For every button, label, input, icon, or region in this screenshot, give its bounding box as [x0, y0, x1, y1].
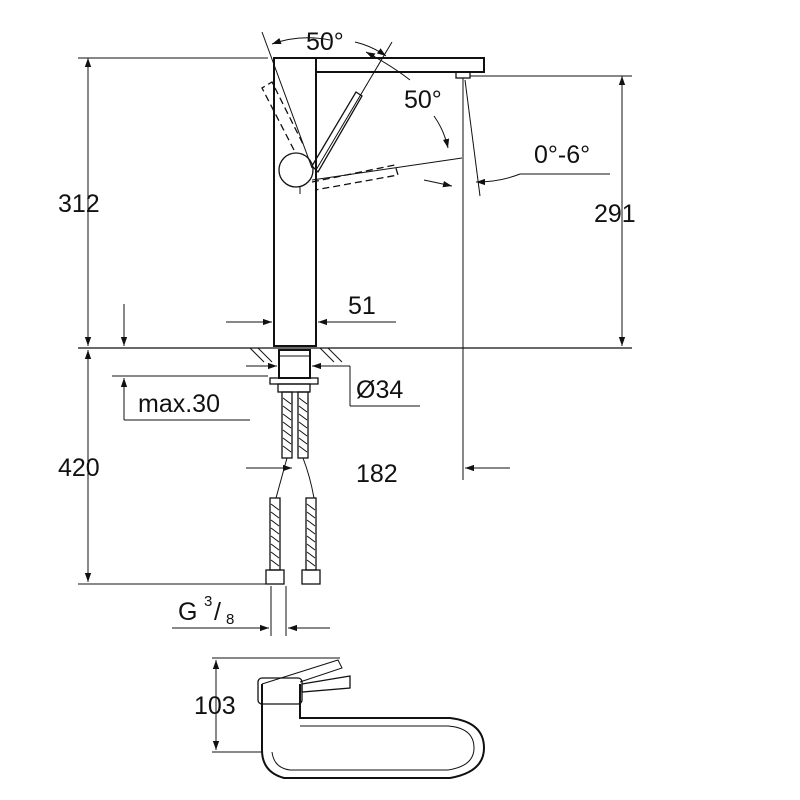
depth-420-label: 420: [58, 454, 100, 482]
angle-right-dimension: 50°: [311, 51, 463, 181]
reach-182-dimension: 182: [246, 460, 510, 488]
angle-right-label: 50°: [404, 86, 442, 114]
width-51-dimension: 51: [226, 292, 396, 344]
angle-top-dimension: 50°: [261, 28, 393, 171]
depth-420-dimension: 420: [58, 350, 268, 585]
reach-182-label: 182: [356, 460, 398, 488]
thread-denominator: 8: [226, 611, 234, 628]
tilt-dimension: 0°-6°: [423, 78, 610, 480]
diameter-34-label: Ø34: [356, 376, 403, 404]
thread-g-label: G: [178, 598, 197, 626]
max-30-dimension: max.30: [112, 375, 268, 421]
height-291-dimension: 291: [470, 75, 636, 346]
faucet-top-view: 103: [194, 657, 486, 779]
height-312-label: 312: [58, 190, 100, 218]
height-291-label: 291: [594, 200, 636, 228]
max-30-label: max.30: [138, 390, 220, 418]
mounting-shank: [249, 347, 343, 585]
diameter-34-dimension: Ø34: [246, 362, 420, 407]
angle-top-label: 50°: [306, 28, 344, 56]
height-312-dimension: 312: [58, 57, 268, 346]
tilt-label: 0°-6°: [534, 141, 590, 169]
width-51-label: 51: [348, 292, 376, 320]
thread-dimension: G 3 / 8: [172, 586, 330, 636]
height-103-label: 103: [194, 692, 236, 720]
thread-numerator: 3: [204, 593, 212, 610]
faucet-body: [261, 57, 485, 347]
thread-slash: /: [214, 598, 221, 626]
